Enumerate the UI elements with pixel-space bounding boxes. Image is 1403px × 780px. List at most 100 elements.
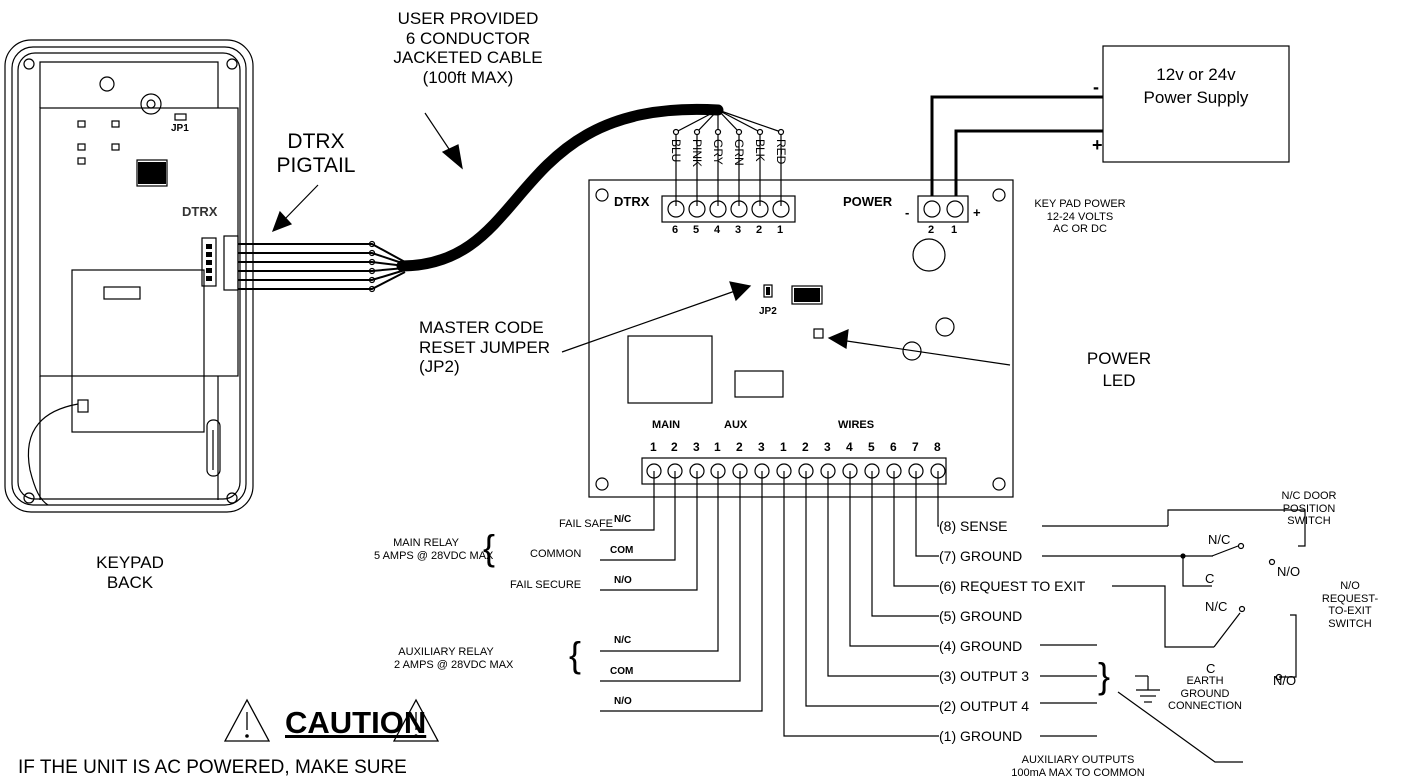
kpp-line2: 12-24 VOLTS: [1046, 210, 1114, 223]
keypad-back: [4, 39, 254, 513]
wire4-function: (4) GROUND: [939, 638, 1023, 654]
board-power-label: POWER: [843, 194, 893, 209]
psu-label-line2: Power Supply: [1143, 87, 1249, 107]
master-line3: (JP2): [419, 357, 460, 377]
main-relay-note: MAIN RELAY 5 AMPS @ 28VDC MAX: [374, 537, 493, 562]
junction-dot: [1180, 553, 1186, 559]
term-num-aux3: 3: [758, 440, 765, 454]
aux-relay-line1: AUXILIARY RELAY: [398, 646, 494, 658]
term-num-main1: 1: [650, 440, 657, 454]
dtrx-num-1: 1: [777, 224, 784, 236]
dtrx-num-6: 6: [672, 224, 679, 236]
earth-line3: CONNECTION: [1168, 700, 1242, 713]
aux-header: AUX: [724, 419, 748, 431]
aux-no-label: N/O: [614, 696, 632, 707]
wire5-function: (5) GROUND: [939, 608, 1023, 624]
main-nc-label: N/C: [614, 514, 632, 525]
pigtail-label-line2: PIGTAIL: [276, 154, 356, 178]
fail-safe-label: FAIL SAFE: [559, 518, 614, 530]
outputs-brace: }: [1098, 655, 1111, 696]
dtrx-pigtail: [238, 243, 406, 290]
rte-line4: SWITCH: [1328, 617, 1372, 630]
wire1-function: (1) GROUND: [939, 728, 1023, 744]
rte-line3: TO-EXIT: [1328, 605, 1372, 618]
main-relay-line1: MAIN RELAY: [393, 537, 459, 549]
main-no-label: N/O: [614, 575, 632, 586]
earth-line1: EARTH: [1186, 675, 1224, 687]
keypad-back-label: KEYPAD BACK: [80, 553, 180, 592]
earth-ground-label: EARTH GROUND CONNECTION: [1150, 675, 1260, 713]
psu-label-line1: 12v or 24v: [1156, 65, 1236, 84]
door-nc-label: N/C: [1208, 532, 1231, 547]
term-num-wire2: 2: [802, 440, 809, 454]
master-line1: MASTER CODE: [419, 318, 544, 337]
keypad-back-line1: KEYPAD: [96, 553, 164, 572]
board-dtrx-label: DTRX: [614, 194, 650, 209]
cable-label-line2: 6 CONDUCTOR: [405, 28, 531, 48]
term-num-wire7: 7: [912, 440, 919, 454]
door-no-label: N/O: [1277, 564, 1301, 579]
pointer-arrows: [271, 112, 1011, 366]
cable-label-line1: USER PROVIDED: [397, 9, 539, 28]
master-code-label: MASTER CODE RESET JUMPER (JP2): [419, 318, 550, 377]
cable-label: USER PROVIDED 6 CONDUCTOR JACKETED CABLE…: [368, 9, 568, 87]
door-switch-label: N/C DOOR POSITION SWITCH: [1264, 490, 1354, 528]
caution-heading: CAUTION: [285, 705, 427, 740]
dtrx-num-5: 5: [693, 224, 700, 236]
door-c-label: C: [1205, 571, 1215, 586]
wire-color-red: RED: [774, 139, 788, 165]
term-num-main2: 2: [671, 440, 678, 454]
common-label: COMMON: [530, 548, 582, 560]
power-led-line2: LED: [1102, 371, 1136, 391]
power-led-line1: POWER: [1086, 349, 1152, 368]
aux-relay-note: AUXILIARY RELAY 2 AMPS @ 28VDC MAX: [394, 646, 513, 671]
term-num-aux1: 1: [714, 440, 721, 454]
door-line2: POSITION: [1282, 502, 1336, 515]
term-num-wire1: 1: [780, 440, 787, 454]
terminal-wires: [600, 471, 1306, 763]
dtrx-num-2: 2: [756, 224, 763, 236]
wire2-function: (2) OUTPUT 4: [939, 698, 1029, 714]
main-header: MAIN: [652, 419, 681, 431]
term-num-wire4: 4: [846, 440, 853, 454]
term-num-wire8: 8: [934, 440, 941, 454]
cable-label-line4: (100ft MAX): [422, 67, 514, 87]
power-supply: [930, 45, 1290, 196]
psu-label: 12v or 24v Power Supply: [1103, 64, 1289, 110]
term-num-wire5: 5: [868, 440, 875, 454]
auxout-line2: 100mA MAX TO COMMON: [1011, 766, 1145, 779]
rte-no-label: N/O: [1273, 673, 1297, 688]
keypad-connector-pins: [206, 244, 212, 281]
wire-color-blk: BLK: [753, 139, 767, 162]
jp1-label: JP1: [171, 123, 189, 134]
psu-minus: -: [1093, 77, 1099, 97]
wires-header: WIRES: [838, 419, 875, 431]
aux-relay-line2: 2 AMPS @ 28VDC MAX: [394, 658, 514, 671]
dtrx-num-3: 3: [735, 224, 742, 236]
caution-triangles: [223, 698, 440, 742]
main-com-label: COM: [610, 545, 634, 556]
wire-color-blu: BLU: [669, 139, 683, 163]
main-relay-line2: 5 AMPS @ 28VDC MAX: [374, 549, 494, 562]
jacketed-cable: [396, 103, 724, 272]
auxout-line1: AUXILIARY OUTPUTS: [1021, 754, 1135, 766]
wire-color-gry: GRY: [711, 139, 725, 165]
main-relay-brace: {: [483, 527, 496, 568]
door-line1: N/C DOOR: [1281, 490, 1337, 502]
wire3-function: (3) OUTPUT 3: [939, 668, 1029, 684]
conductor-fanout: [672, 109, 785, 206]
wire6-function: (6) REQUEST TO EXIT: [939, 578, 1086, 594]
fail-secure-label: FAIL SECURE: [510, 579, 582, 591]
kpp-line1: KEY PAD POWER: [1034, 198, 1126, 210]
door-line3: SWITCH: [1287, 515, 1331, 528]
aux-com-label: COM: [610, 666, 634, 677]
keypad-dtrx-label: DTRX: [182, 204, 218, 219]
dtrx-num-4: 4: [714, 224, 721, 236]
board-minus: -: [905, 205, 910, 220]
term-num-aux2: 2: [736, 440, 743, 454]
wire-color-grn: GRN: [732, 139, 746, 166]
rte-c-label: C: [1206, 661, 1216, 676]
caution-text: IF THE UNIT IS AC POWERED, MAKE SURE: [18, 757, 407, 778]
rte-line1: N/O: [1340, 580, 1360, 592]
